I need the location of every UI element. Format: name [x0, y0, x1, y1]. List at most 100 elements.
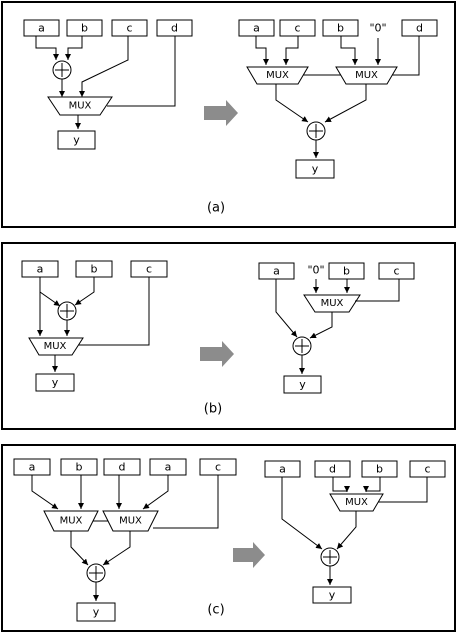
- input-label: b: [76, 461, 83, 474]
- output-box: [295, 159, 335, 179]
- mux-block: [303, 294, 361, 313]
- panel-c-before-circuit: a b d a c MUX MUX: [13, 458, 237, 622]
- output-label: y: [73, 134, 80, 147]
- wire: [102, 531, 131, 566]
- input-label: a: [273, 265, 280, 278]
- mux-label: MUX: [266, 70, 289, 81]
- wire: [31, 475, 59, 510]
- caption-a: (a): [207, 201, 225, 216]
- input-label: c: [126, 22, 132, 35]
- wire: [275, 84, 309, 123]
- panel-a-after-circuit: a c b "0" d MUX MUX: [238, 19, 438, 179]
- select-wire: [378, 477, 428, 503]
- adder-icon: [320, 547, 340, 567]
- wire: [281, 477, 323, 550]
- panel-b-before-circuit: a b c MUX y: [21, 260, 168, 392]
- input-label: c: [424, 463, 430, 476]
- input-box-b: [66, 19, 103, 37]
- input-label: b: [376, 463, 383, 476]
- select-wire: [355, 279, 400, 302]
- input-label: d: [416, 22, 423, 35]
- input-label: c: [146, 263, 152, 276]
- adder-icon: [57, 301, 77, 321]
- adder-icon: [292, 336, 312, 356]
- panel-c: a b d a c MUX MUX: [1, 444, 456, 632]
- input-label: d: [329, 463, 336, 476]
- input-label: c: [393, 265, 399, 278]
- input-box-c: [378, 262, 415, 280]
- input-box-b: [60, 458, 98, 476]
- adder-icon: [86, 563, 106, 583]
- mux-block: [102, 510, 159, 532]
- mux-label: MUX: [44, 341, 67, 352]
- wire: [332, 477, 350, 492]
- wire: [340, 36, 358, 65]
- wire: [70, 531, 89, 566]
- input-box-d: [103, 458, 141, 476]
- input-label: c: [294, 22, 300, 35]
- mux-block: [47, 96, 113, 116]
- adder-icon: [306, 121, 326, 141]
- select-wire: [392, 36, 420, 76]
- transform-arrow-icon: [200, 341, 234, 367]
- mux-label: MUX: [119, 516, 142, 527]
- wire: [324, 84, 367, 123]
- output-box: [312, 586, 352, 604]
- mux-label: MUX: [60, 516, 83, 527]
- output-label: y: [329, 589, 336, 602]
- input-label: d: [171, 22, 178, 35]
- wire: [336, 511, 357, 550]
- mux-label: MUX: [345, 497, 368, 508]
- input-label: d: [119, 461, 126, 474]
- input-label: c: [215, 461, 221, 474]
- input-label: b: [343, 265, 350, 278]
- panel-a: a b c d MUX y a: [1, 1, 456, 228]
- mux-label: MUX: [355, 70, 378, 81]
- caption-b: (b): [204, 402, 222, 417]
- output-box: [35, 373, 75, 392]
- panel-b-after-circuit: a "0" b c MUX y: [258, 262, 415, 394]
- mux-block: [43, 510, 99, 532]
- constant-label: "0": [307, 264, 324, 277]
- select-wire: [75, 277, 150, 346]
- input-label: a: [37, 263, 44, 276]
- input-label: b: [81, 22, 88, 35]
- panel-c-after-circuit: a d b c MUX y: [264, 460, 446, 604]
- input-label: a: [253, 22, 260, 35]
- output-box: [57, 130, 96, 150]
- mux-label: MUX: [321, 298, 344, 309]
- output-label: y: [312, 163, 319, 176]
- mux-block: [335, 66, 398, 85]
- wire: [65, 36, 83, 60]
- wire: [35, 36, 59, 60]
- mux-block: [28, 337, 84, 356]
- wire: [74, 277, 95, 306]
- wire: [142, 475, 169, 510]
- wire: [255, 36, 269, 65]
- mux-label: MUX: [69, 101, 92, 112]
- mux-block: [246, 66, 309, 85]
- input-label: b: [91, 263, 98, 276]
- wire: [283, 36, 299, 65]
- output-box: [76, 602, 116, 622]
- wire: [275, 279, 298, 338]
- select-wire: [153, 475, 219, 529]
- input-label: a: [279, 463, 286, 476]
- output-label: y: [52, 376, 59, 389]
- transform-arrow-icon: [233, 542, 265, 568]
- output-label: y: [93, 606, 100, 619]
- mux-block: [329, 493, 384, 512]
- transform-arrow-icon: [204, 100, 238, 126]
- input-box-a: [23, 19, 60, 37]
- wire: [309, 312, 333, 339]
- input-box-c: [111, 19, 148, 37]
- input-label: a: [165, 461, 172, 474]
- input-label: b: [337, 22, 344, 35]
- constant-label: "0": [369, 22, 386, 35]
- input-label: a: [29, 461, 36, 474]
- wire: [363, 477, 381, 492]
- output-box: [283, 375, 322, 394]
- adder-icon: [52, 60, 72, 80]
- input-label: a: [38, 22, 45, 35]
